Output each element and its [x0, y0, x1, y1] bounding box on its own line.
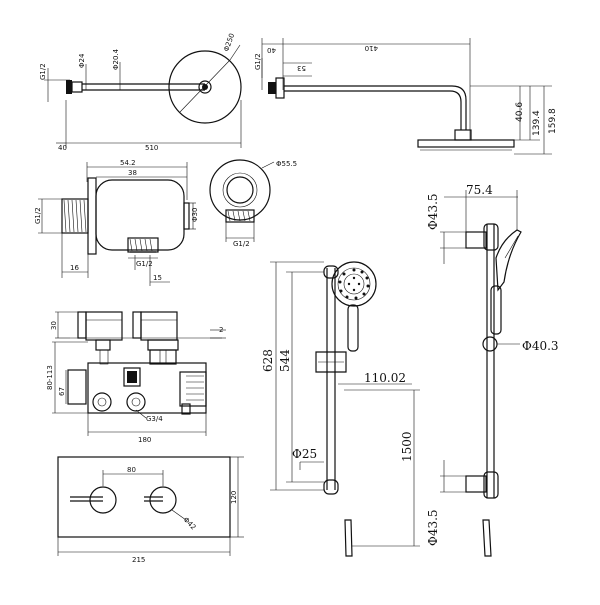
- hand-shower-head: [331, 261, 377, 307]
- wall-elbow-front-view: Φ55.5 G1/2: [209, 159, 297, 248]
- dim-plate-width: 215: [132, 556, 145, 564]
- dim-elbow-front-thread: G1/2: [233, 240, 250, 248]
- elbow-front-outer-circle: [209, 159, 271, 221]
- dim-38: 38: [128, 169, 137, 177]
- dim-plate-height: 120: [230, 491, 238, 504]
- slide-rail-front-view: 628 544 110.02 1500 Φ25: [261, 261, 420, 557]
- dim-hose-length: 1500: [400, 431, 414, 462]
- dim-slider-projection: 110.02: [364, 371, 406, 385]
- dim-arm-length: 410: [365, 44, 378, 52]
- dim-arm-diameter: Φ20.4: [112, 48, 120, 70]
- dim-stem-diameter: Φ24: [78, 53, 86, 68]
- slide-rail-side-view: 75.4 Φ43.5 Φ40.3 Φ43.5: [426, 183, 559, 557]
- valve-plate-front-view: 80 Φ42 120 215: [57, 456, 244, 564]
- valve-side-view: 30 80-113 67 2 G3/4: [46, 311, 226, 444]
- side-hand-shower: [495, 229, 522, 292]
- dim-valve-67: 67: [58, 387, 66, 396]
- shower-head-circle: [168, 50, 242, 124]
- dim-elbow-thread-left: G1/2: [34, 207, 42, 224]
- valve-cover-plate: [57, 456, 231, 538]
- dim-rail-544: 544: [278, 349, 292, 372]
- dim-valve-thread: G3/4: [146, 415, 163, 423]
- overhead-plan-view: Φ250 G1/2 Φ24 Φ20.4 510 40: [39, 32, 242, 152]
- dim-side-bracket-top: Φ43.5: [426, 193, 440, 230]
- dim-159-8: 159.8: [548, 108, 558, 134]
- hand-shower-handle: [347, 304, 359, 352]
- dim-knob-diameter: Φ42: [182, 516, 198, 532]
- dim-handle-height: 30: [50, 321, 58, 330]
- wall-elbow-side-view: 54.2 38 G1/2 Φ30 16 15 G1/2: [34, 159, 199, 286]
- hose-fragment: [344, 519, 353, 557]
- valve-handle-left: [77, 311, 87, 339]
- dim-valve-depth-range: 80-113: [46, 365, 54, 390]
- dim-side-75-4: 75.4: [466, 183, 493, 197]
- elbow-front-outlet: [225, 209, 255, 223]
- valve-knob-left: [89, 486, 117, 514]
- side-shower-head: [417, 139, 515, 148]
- dim-16: 16: [70, 264, 79, 272]
- side-wall-nut: [268, 82, 276, 94]
- dim-54-2: 54.2: [120, 159, 136, 167]
- dim-15: 15: [153, 274, 162, 282]
- dim-elbow-thread-bottom: G1/2: [136, 260, 153, 268]
- side-hose-fragment: [482, 519, 492, 557]
- dim-elbow-front-diameter: Φ55.5: [276, 160, 297, 168]
- rail-bottom-bracket: [323, 479, 339, 495]
- dim-rail-diameter: Φ25: [292, 447, 317, 461]
- valve-handle-right: [132, 311, 142, 339]
- wall-nut: [66, 80, 72, 94]
- dim-valve-2: 2: [219, 326, 223, 334]
- dim-40-6: 40.6: [515, 102, 525, 122]
- dim-side-bracket-bottom: Φ43.5: [426, 509, 440, 546]
- valve-knob-right: [149, 486, 177, 514]
- hand-shower-nozzles: [338, 268, 370, 300]
- side-arm-bend: [284, 85, 467, 130]
- dim-nut-length: 40: [58, 144, 67, 152]
- dim-side-thread: G1/2: [254, 53, 262, 70]
- dim-thread-g-half: G1/2: [39, 63, 47, 80]
- valve-outlet-right: [126, 392, 146, 412]
- rail-slider: [315, 351, 347, 373]
- dim-elbow-diameter: Φ30: [191, 208, 199, 222]
- side-top-bracket: [465, 231, 487, 249]
- dim-head-diameter: Φ250: [222, 32, 236, 52]
- dim-side-slider-diameter: Φ40.3: [522, 339, 559, 353]
- dim-valve-width: 180: [138, 436, 151, 444]
- dim-53: 53: [297, 64, 306, 72]
- dim-total-length: 510: [145, 144, 158, 152]
- side-bottom-bracket: [465, 475, 487, 493]
- dim-139-4: 139.4: [532, 110, 542, 136]
- valve-port: [123, 367, 141, 387]
- dim-rail-628: 628: [261, 349, 275, 372]
- dim-flange-length: 40: [267, 46, 276, 54]
- overhead-side-view: 40 410 G1/2 53 40.6 139.4 159.8: [254, 38, 558, 155]
- side-slider: [482, 336, 498, 352]
- dim-knob-spacing: 80: [127, 466, 136, 474]
- valve-outlet-left: [92, 392, 112, 412]
